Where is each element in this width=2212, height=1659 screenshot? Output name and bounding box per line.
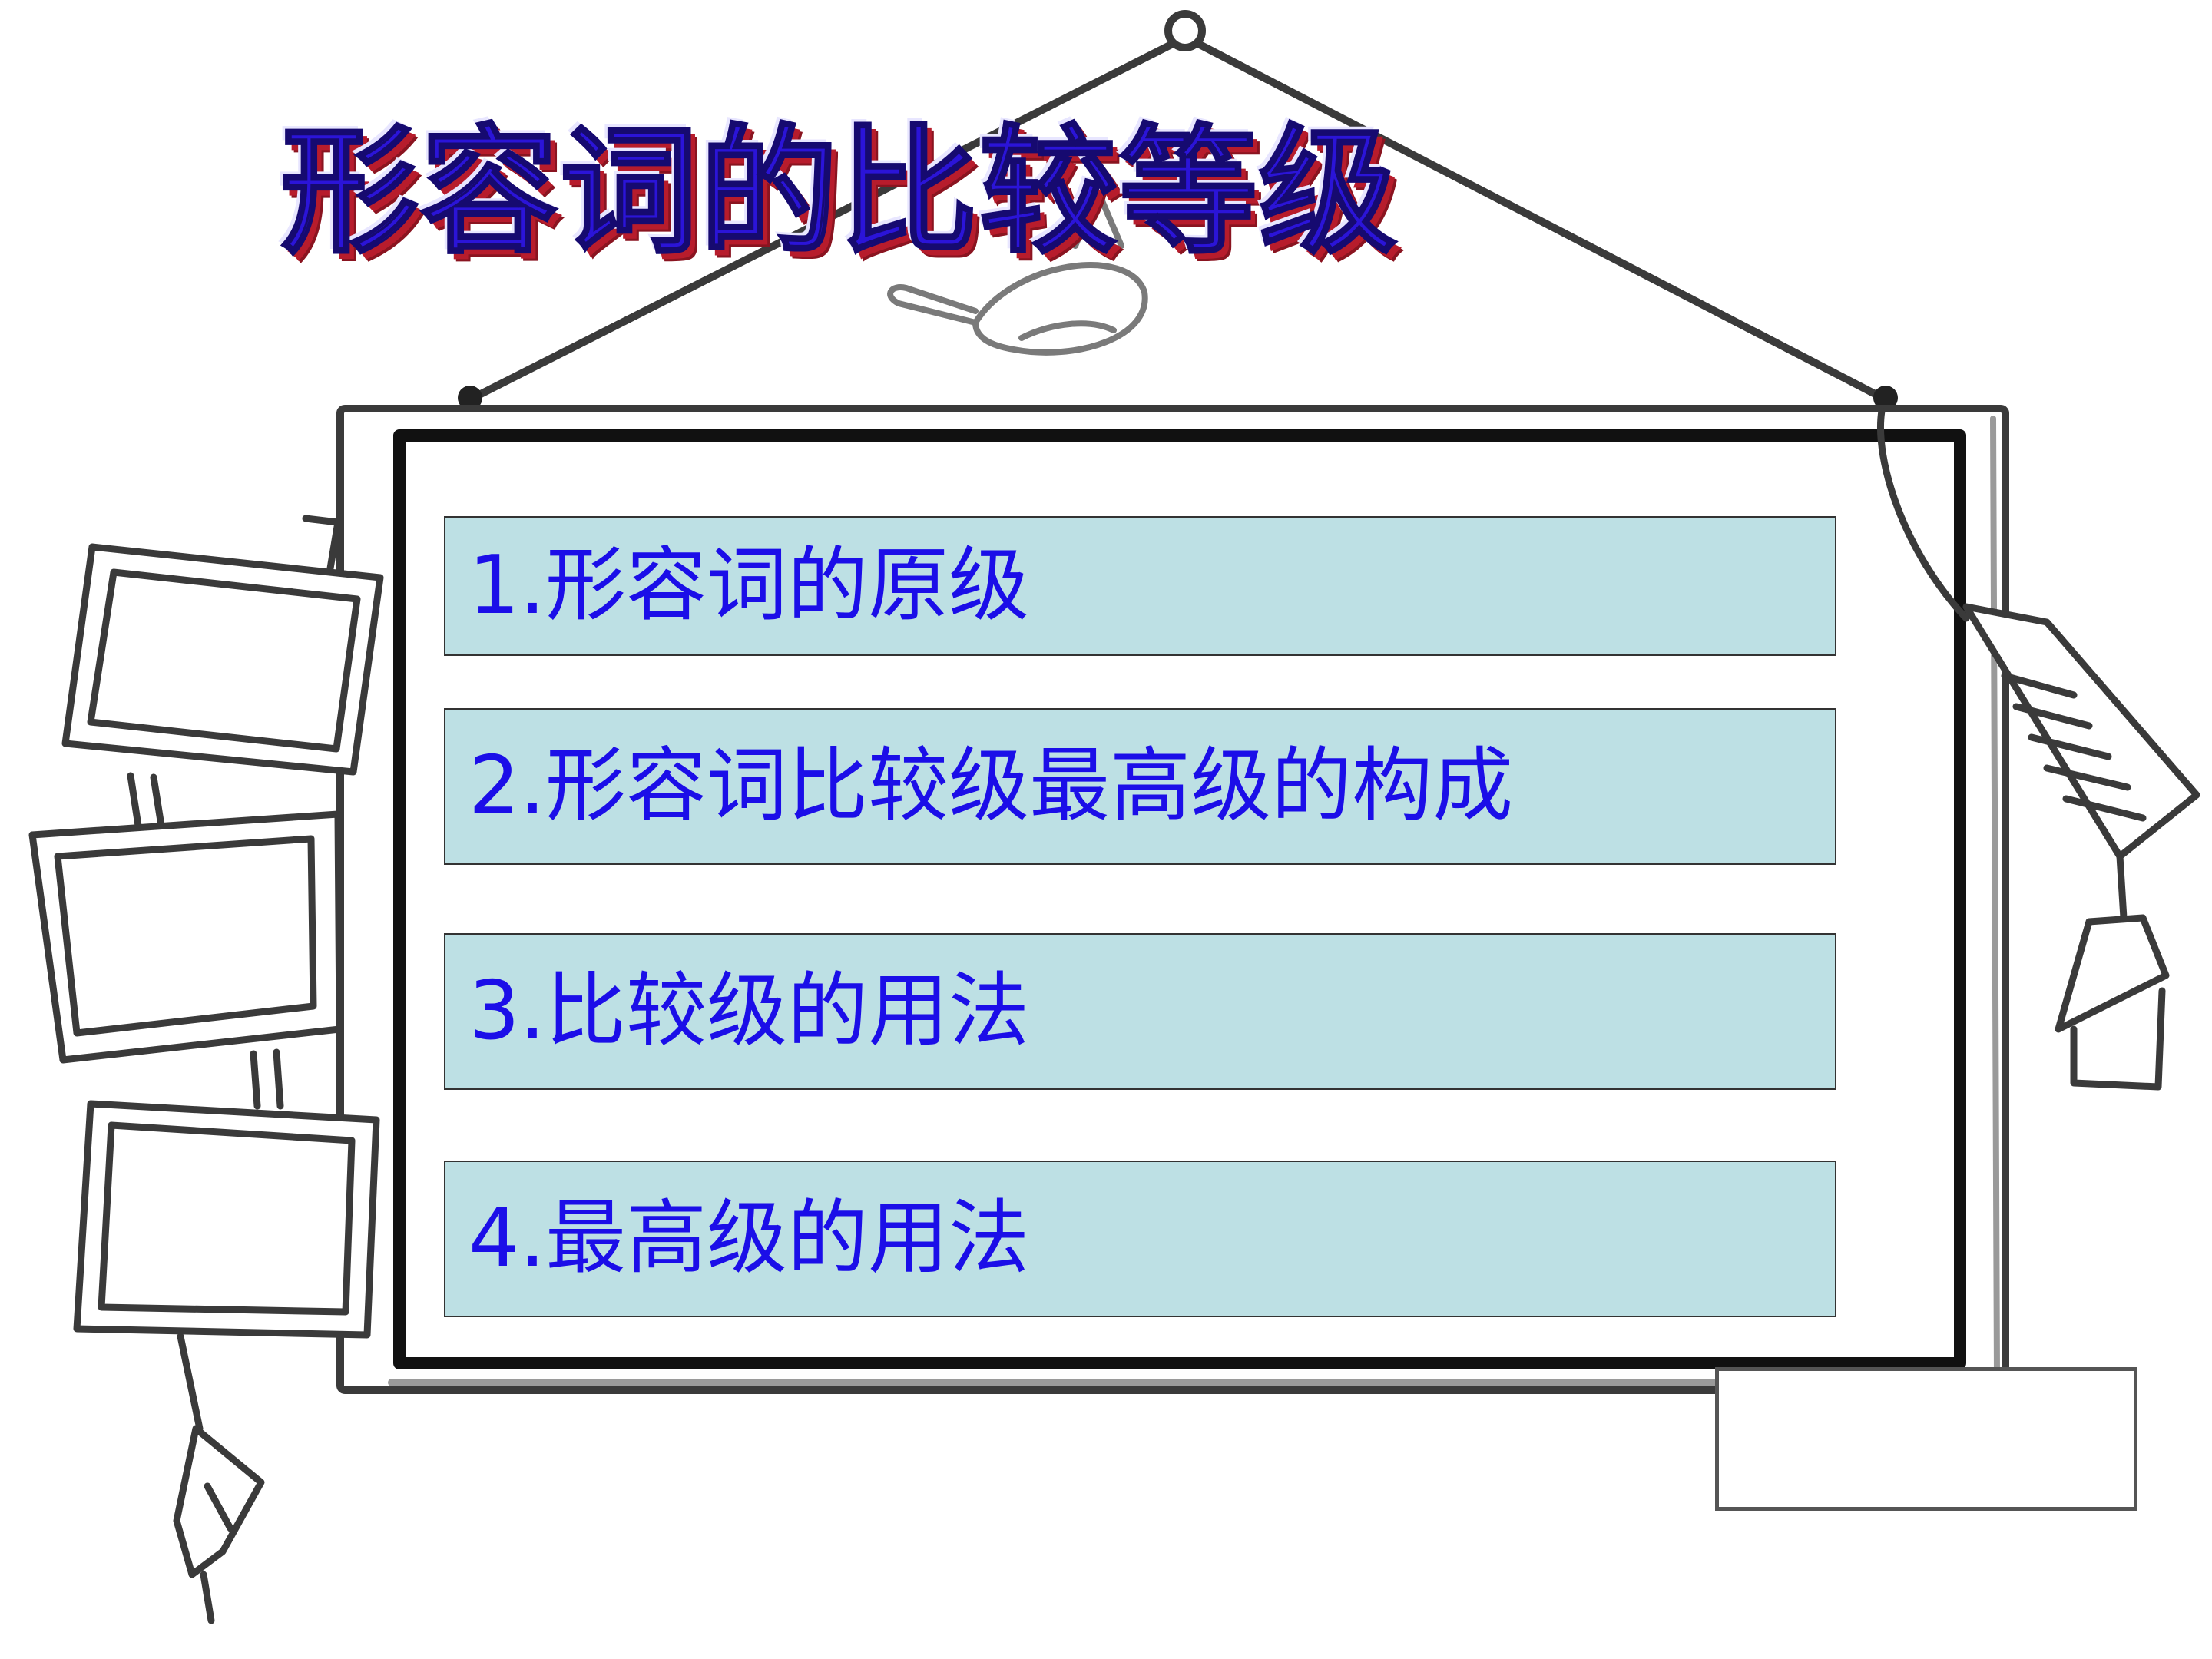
slide-title: 形容词的比较等级 (279, 110, 1399, 274)
bird-sketch (887, 189, 1148, 356)
menu-item-label: 3.比较级的用法 (469, 964, 1030, 1058)
photo-frame-icon (73, 1100, 380, 1432)
board-inner-frame (393, 429, 1966, 1369)
menu-item-label: 4.最高级的用法 (469, 1191, 1030, 1286)
menu-item-comparative-superlative-formation[interactable]: 2.形容词比较级最高级的构成 (444, 708, 1836, 865)
menu-item-comparative-usage[interactable]: 3.比较级的用法 (444, 933, 1836, 1090)
photo-frame-icon (61, 515, 384, 830)
hook-icon (1164, 10, 1206, 51)
menu-item-superlative-usage[interactable]: 4.最高级的用法 (444, 1161, 1836, 1317)
menu-item-adjective-positive[interactable]: 1.形容词的原级 (444, 516, 1836, 656)
tag-icon (173, 1425, 265, 1624)
hanging-string-left (466, 41, 1175, 403)
tag-icon (1877, 407, 2200, 1091)
hanging-string-right (1196, 41, 1889, 403)
menu-item-label: 2.形容词比较级最高级的构成 (469, 739, 1514, 833)
photo-frame-icon (28, 810, 343, 1110)
empty-button-box[interactable] (1715, 1367, 2137, 1511)
menu-item-label: 1.形容词的原级 (469, 538, 1030, 633)
